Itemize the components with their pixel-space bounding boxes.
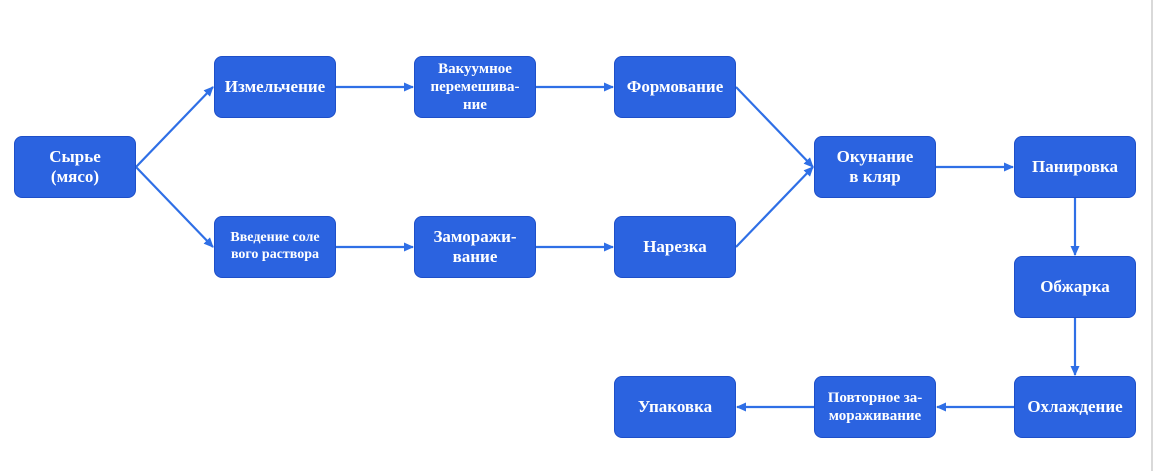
- node-slicing-label: Нарезка: [643, 236, 707, 256]
- node-batter-dipping-label: Окунание в кляр: [836, 146, 914, 186]
- node-freezing[interactable]: Заморажи- вание: [414, 216, 536, 278]
- page-edge-divider: [1151, 0, 1153, 471]
- node-raw-meat[interactable]: Сырье (мясо): [14, 136, 136, 198]
- node-packaging-label: Упаковка: [637, 396, 713, 416]
- node-vacuum-mixing[interactable]: Вакуумное перемешива- ние: [414, 56, 536, 118]
- node-packaging[interactable]: Упаковка: [614, 376, 736, 438]
- node-freezing-label: Заморажи- вание: [433, 226, 517, 266]
- arrow-slicing-to-batter: [735, 166, 814, 248]
- arrow-raw-to-grinding: [135, 86, 214, 168]
- node-breading[interactable]: Панировка: [1014, 136, 1136, 198]
- node-forming-label: Формование: [626, 76, 724, 96]
- node-raw-meat-label: Сырье (мясо): [49, 146, 101, 186]
- node-refreezing-label: Повторное за- мораживание: [827, 390, 923, 424]
- node-grinding[interactable]: Измельчение: [214, 56, 336, 118]
- arrow-raw-to-brine_injection: [135, 166, 214, 248]
- node-batter-dipping[interactable]: Окунание в кляр: [814, 136, 936, 198]
- node-vacuum-mixing-label: Вакуумное перемешива- ние: [430, 61, 520, 113]
- node-cooling[interactable]: Охлаждение: [1014, 376, 1136, 438]
- node-cooling-label: Охлаждение: [1027, 396, 1123, 416]
- arrow-forming-to-batter: [735, 86, 814, 168]
- node-brine-injection[interactable]: Введение соле вого раствора: [214, 216, 336, 278]
- node-refreezing[interactable]: Повторное за- мораживание: [814, 376, 936, 438]
- node-brine-injection-label: Введение соле вого раствора: [230, 230, 320, 262]
- node-grinding-label: Измельчение: [224, 76, 326, 96]
- node-breading-label: Панировка: [1031, 156, 1119, 176]
- node-slicing[interactable]: Нарезка: [614, 216, 736, 278]
- node-frying-label: Обжарка: [1040, 276, 1110, 296]
- node-forming[interactable]: Формование: [614, 56, 736, 118]
- edges-layer: [135, 82, 1080, 412]
- node-frying[interactable]: Обжарка: [1014, 256, 1136, 318]
